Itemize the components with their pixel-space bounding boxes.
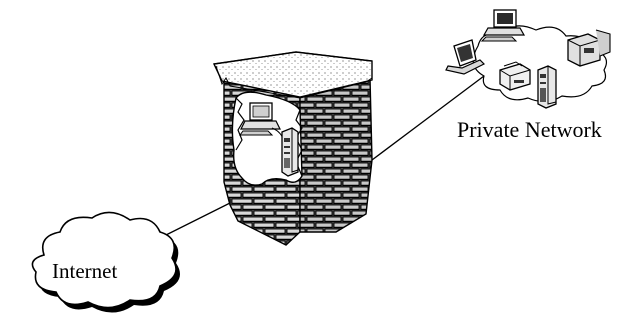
laptop-icon xyxy=(445,39,486,75)
printer-icon xyxy=(499,61,531,91)
server-tower-icon xyxy=(567,29,611,67)
workstation-icon xyxy=(480,9,526,42)
workstation-icon xyxy=(239,102,285,143)
firewall-brick-wall-icon xyxy=(212,51,373,246)
server-tower-icon xyxy=(537,65,557,109)
link-internet-to-firewall xyxy=(159,202,231,239)
server-tower-icon xyxy=(281,127,299,177)
link-firewall-to-private-network xyxy=(371,66,497,161)
internet-cloud-icon xyxy=(31,211,180,313)
private-network-label: Private Network xyxy=(457,117,602,142)
internet-label: Internet xyxy=(52,259,117,283)
